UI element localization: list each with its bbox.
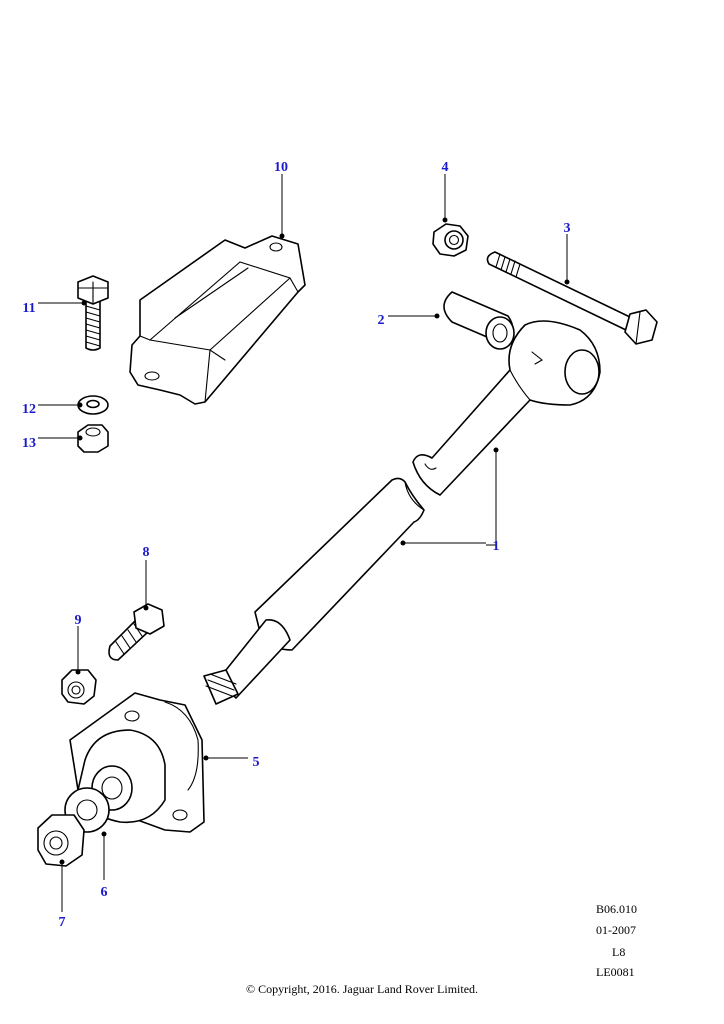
ref-code: B06.010 — [596, 902, 638, 916]
callout-13[interactable]: 13 — [22, 436, 36, 451]
nut-part-13 — [77, 424, 109, 453]
callout-2[interactable]: 2 — [378, 313, 385, 328]
bush-part-2 — [443, 291, 515, 350]
nut-part-7 — [37, 814, 85, 867]
callout-1[interactable]: 1 — [493, 539, 500, 554]
callout-12[interactable]: 12 — [22, 402, 36, 417]
leader-lines — [38, 174, 570, 912]
callout-labels: 1 2 3 4 5 6 7 8 9 10 11 12 13 — [22, 160, 571, 930]
nut-part-4 — [432, 223, 469, 257]
bolt-part-11 — [77, 275, 109, 351]
arm-lower-part-1 — [203, 477, 425, 705]
callout-7[interactable]: 7 — [59, 915, 66, 930]
bolt-part-8 — [108, 603, 165, 661]
ref-date: 01-2007 — [596, 923, 636, 937]
callout-10[interactable]: 10 — [274, 160, 288, 175]
callout-3[interactable]: 3 — [564, 221, 571, 236]
callout-9[interactable]: 9 — [75, 613, 82, 628]
callout-4[interactable]: 4 — [442, 160, 449, 175]
callout-5[interactable]: 5 — [253, 755, 260, 770]
nut-part-9 — [61, 669, 97, 705]
bracket-part-10 — [129, 235, 306, 405]
ref-illustration: LE0081 — [596, 965, 635, 979]
arm-upper-part-1 — [412, 320, 601, 496]
bolt-part-3 — [486, 251, 658, 345]
callout-6[interactable]: 6 — [101, 885, 108, 900]
callout-11[interactable]: 11 — [22, 301, 35, 316]
copyright-notice: © Copyright, 2016. Jaguar Land Rover Lim… — [245, 982, 479, 996]
callout-8[interactable]: 8 — [143, 545, 150, 560]
ref-model: L8 — [612, 945, 626, 959]
